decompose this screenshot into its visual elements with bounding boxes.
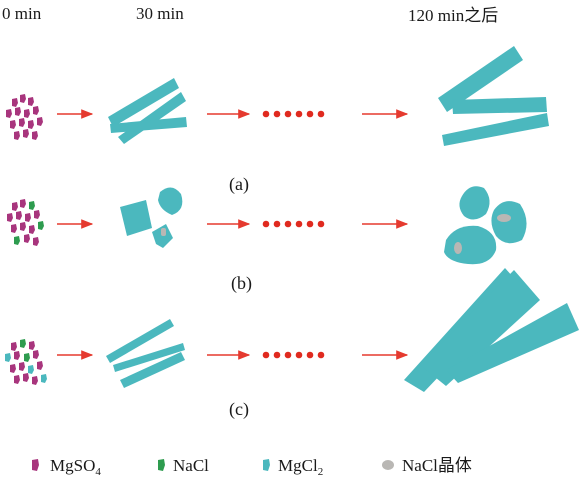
svg-text:MgCl2: MgCl2 xyxy=(278,456,323,478)
time-label-120: 120 min之后 xyxy=(408,6,498,25)
row-b-30min-crystals xyxy=(120,187,183,248)
row-c-120min-plates xyxy=(404,268,579,392)
row-a-initial-cluster xyxy=(6,94,43,140)
legend-sub-mgcl2: 2 xyxy=(318,466,324,478)
legend-item-mgcl2: MgCl2 xyxy=(263,456,323,478)
row-b-initial-cluster xyxy=(7,199,44,246)
svg-text:MgSO4: MgSO4 xyxy=(50,456,101,478)
time-label-0: 0 min xyxy=(2,4,42,23)
mgcl2-swatch-icon xyxy=(263,459,270,471)
row-a-120min-needles xyxy=(438,46,549,146)
legend-label-nacl: NaCl xyxy=(173,456,209,475)
row-a-ellipsis-dots xyxy=(262,110,325,118)
mgso4-swatch-icon xyxy=(32,459,39,471)
legend-item-mgso4: MgSO4 xyxy=(32,456,101,478)
legend-label-mgcl2: MgCl xyxy=(278,456,318,475)
legend-item-nacl-crystal: NaCl晶体 xyxy=(382,456,472,475)
panel-label-c: (c) xyxy=(229,399,249,420)
legend-label-mgso4: MgSO xyxy=(50,456,95,475)
legend-item-nacl: NaCl xyxy=(158,456,209,475)
row-b-120min-crystals xyxy=(444,186,527,265)
row-a-30min-needles xyxy=(108,78,187,144)
panel-label-b: (b) xyxy=(231,273,252,294)
nacl-crystal-swatch-icon xyxy=(382,460,394,470)
legend-sub-mgso4: 4 xyxy=(95,466,101,478)
row-c-ellipsis-dots xyxy=(262,351,325,359)
legend: MgSO4 NaCl MgCl2 NaCl晶体 xyxy=(32,456,472,478)
time-label-30: 30 min xyxy=(136,4,184,23)
panel-label-a: (a) xyxy=(229,174,249,195)
legend-label-nacl-crystal: NaCl晶体 xyxy=(402,456,472,475)
row-c-initial-cluster xyxy=(5,339,47,385)
row-b-ellipsis-dots xyxy=(262,220,325,228)
row-c-30min-needles xyxy=(106,319,185,388)
nacl-swatch-icon xyxy=(158,459,165,471)
